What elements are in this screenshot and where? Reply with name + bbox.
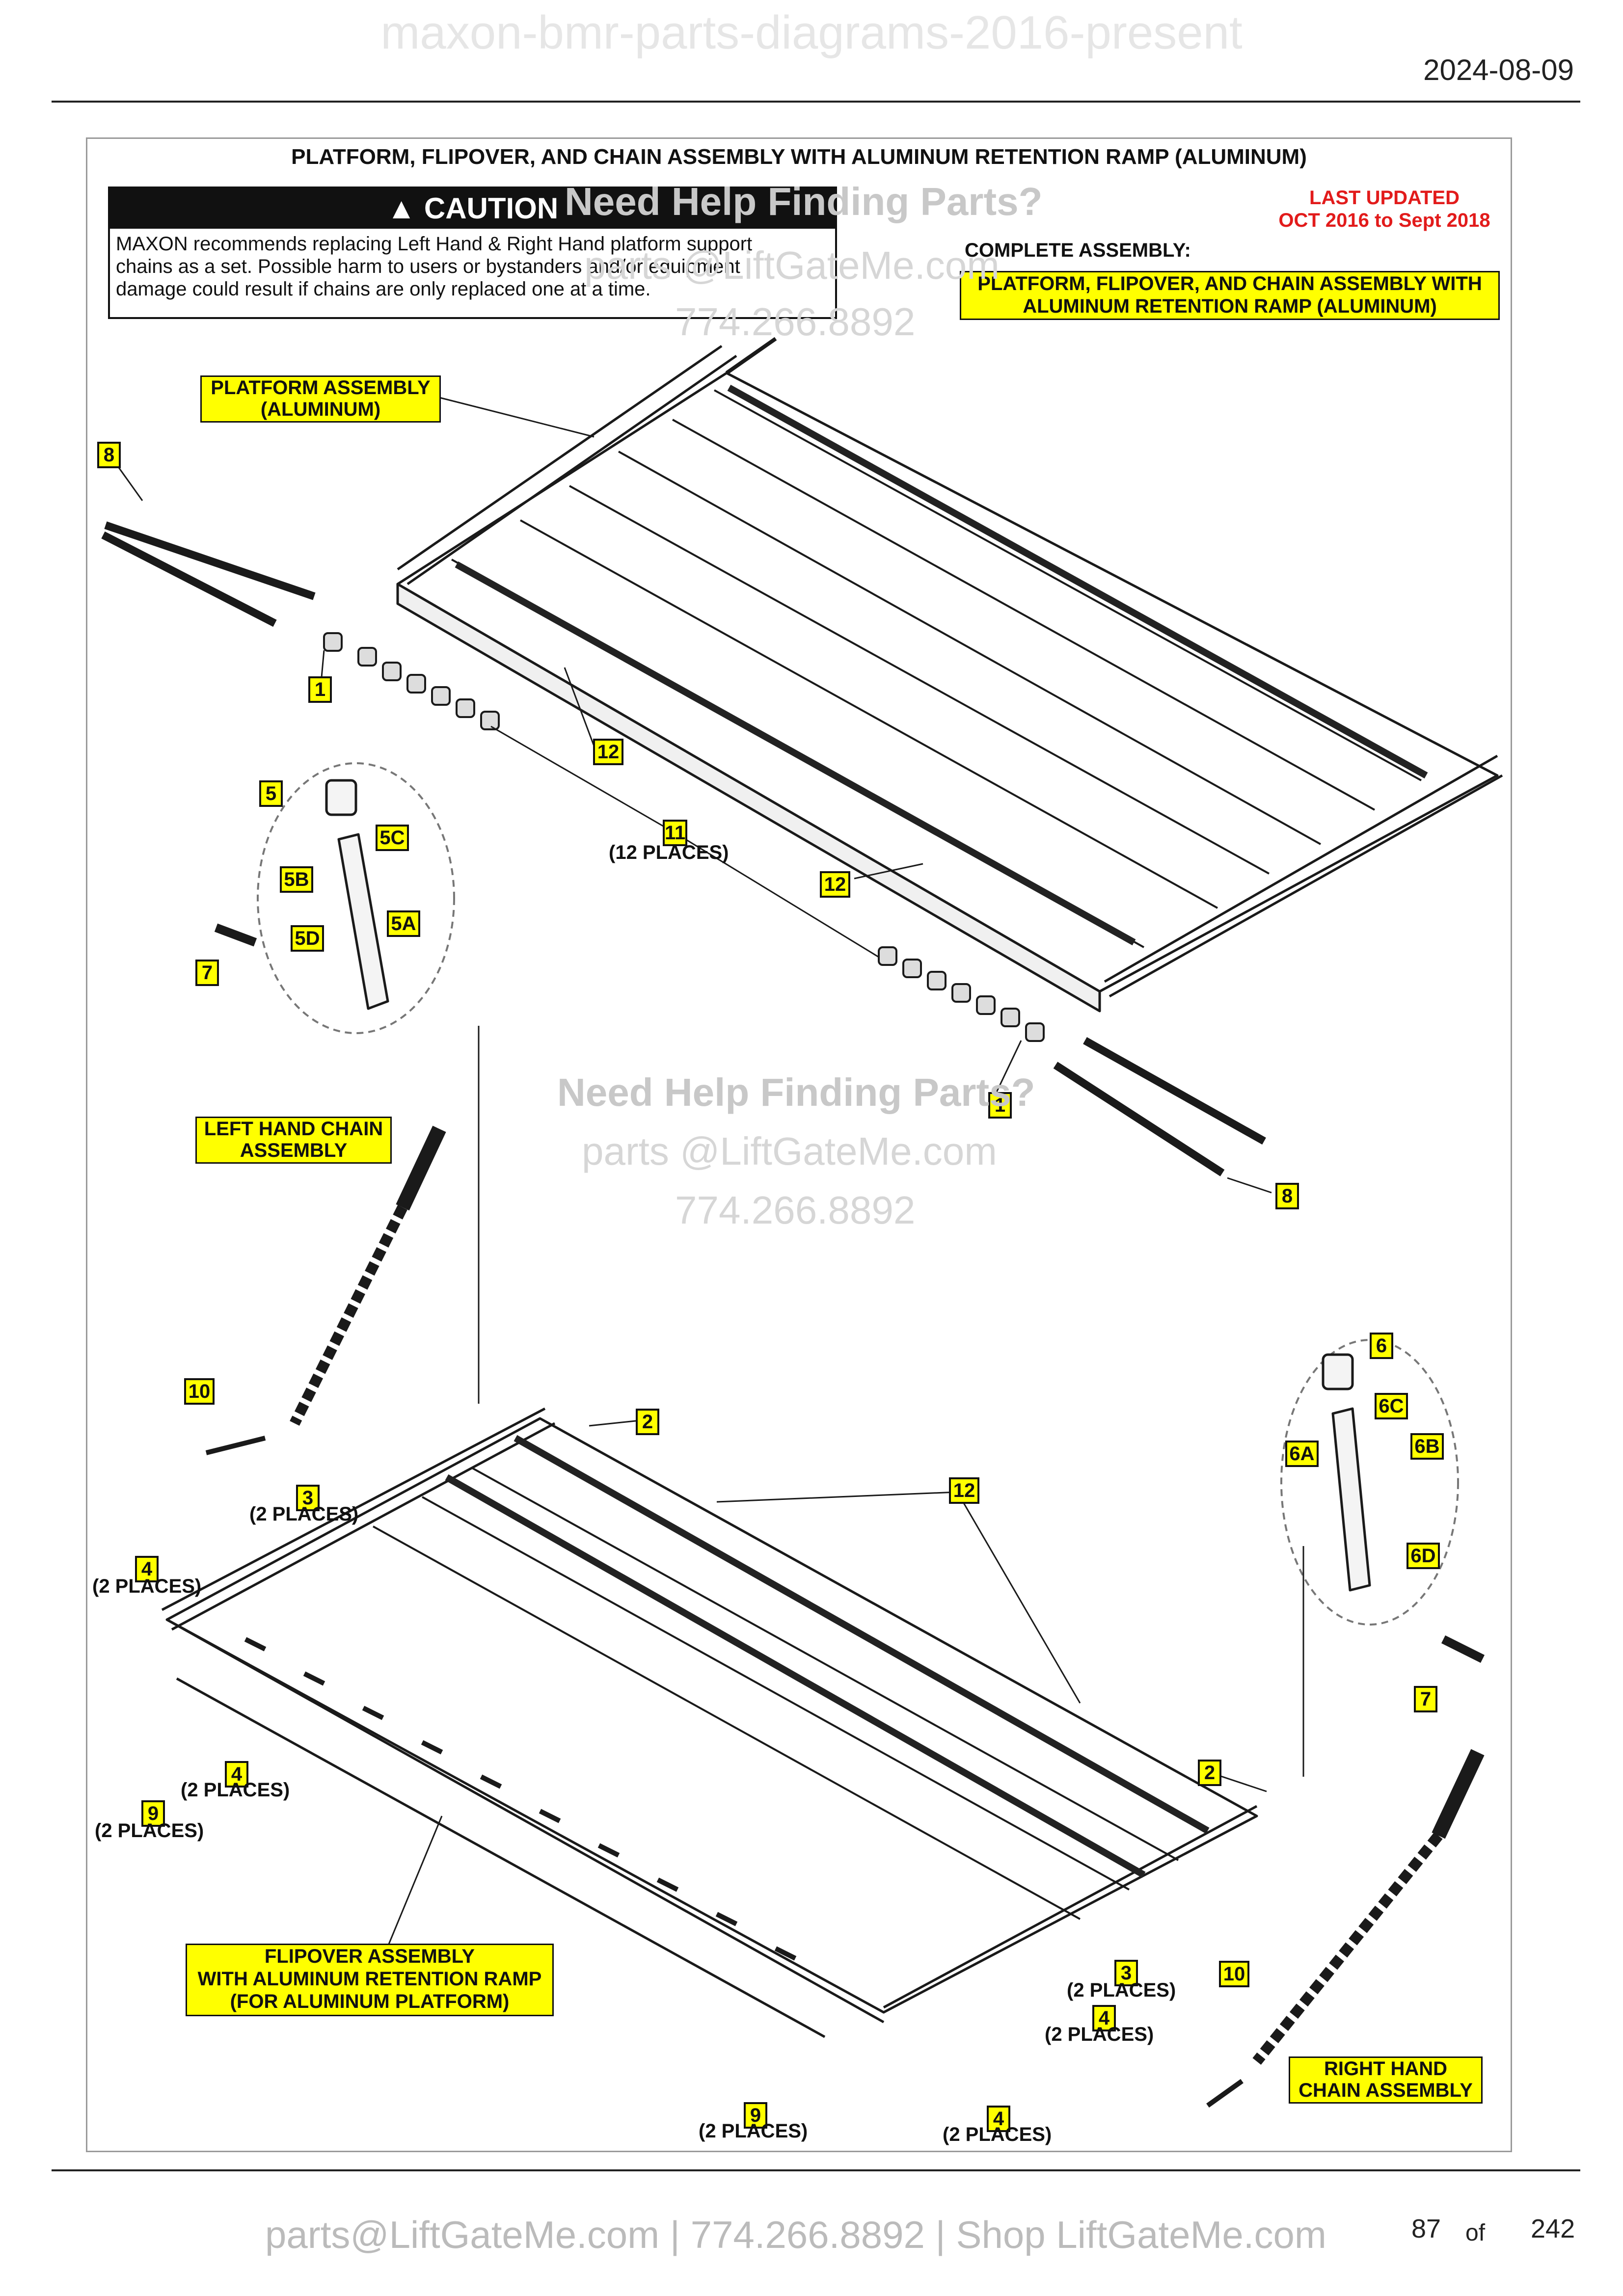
- right-hand-chain-label: RIGHT HAND CHAIN ASSEMBLY: [1289, 2056, 1483, 2104]
- callout-1: 1: [988, 1092, 1012, 1119]
- callout-1: 1: [308, 676, 332, 703]
- callout-2: 2: [1198, 1760, 1221, 1786]
- leader-lines: [117, 397, 1304, 1959]
- footer-contact: parts@LiftGateMe.com | 774.266.8892 | Sh…: [265, 2213, 1326, 2256]
- help-watermark-heading: Need Help Finding Parts?: [565, 180, 1043, 223]
- flipover-extrusion-lines: [373, 1467, 1179, 1920]
- bracket-assembly-6: [1280, 1339, 1485, 1663]
- right-hand-chain-drawing: [1206, 1749, 1485, 2108]
- callout-6c: 6C: [1375, 1393, 1408, 1419]
- callout-6d: 6D: [1407, 1543, 1440, 1569]
- callout-9: 9: [744, 2102, 767, 2129]
- flipover-assembly-label: FLIPOVER ASSEMBLY WITH ALUMINUM RETENTIO…: [186, 1944, 554, 2016]
- callout-5c: 5C: [376, 825, 409, 851]
- help-watermark-email: parts @LiftGateMe.com: [584, 243, 1000, 287]
- diagram-frame: [86, 137, 1512, 2152]
- help-watermark-email: parts @LiftGateMe.com: [582, 1129, 997, 1173]
- callout-3: 3: [1114, 1960, 1138, 1986]
- callout-12: 12: [949, 1477, 979, 1504]
- header-date: 2024-08-09: [1423, 53, 1574, 86]
- caution-box: ▲ CAUTION MAXON recommends replacing Lef…: [108, 187, 837, 319]
- help-watermark-phone: 774.266.8892: [675, 1188, 916, 1232]
- callout-12: 12: [593, 739, 623, 765]
- callout-10: 10: [1219, 1961, 1249, 1987]
- flipover-platform-drawing: [161, 1407, 1258, 2038]
- page-of: of: [1465, 2220, 1486, 2246]
- complete-assembly-label: COMPLETE ASSEMBLY:: [965, 240, 1191, 261]
- diagram-title: PLATFORM, FLIPOVER, AND CHAIN ASSEMBLY W…: [291, 145, 1307, 169]
- caution-heading: ▲ CAUTION: [110, 188, 835, 229]
- callout-8: 8: [97, 442, 121, 468]
- callout-3: 3: [296, 1485, 320, 1511]
- places-note: (2 PLACES): [699, 2120, 808, 2142]
- retention-ramp-dashes: [244, 1637, 797, 1961]
- page-number: 87: [1411, 2214, 1441, 2243]
- header-watermark-title: maxon-bmr-parts-diagrams-2016-present: [380, 6, 1243, 59]
- callout-12: 12: [820, 871, 850, 898]
- page-total: 242: [1531, 2214, 1575, 2243]
- platform-dark-grooves: [455, 384, 1428, 946]
- callout-5d: 5D: [291, 925, 324, 952]
- left-hand-chain-drawing: [205, 1125, 446, 1455]
- callout-6b: 6B: [1410, 1433, 1444, 1460]
- callout-9: 9: [141, 1800, 165, 1827]
- callout-5b: 5B: [280, 866, 313, 893]
- places-note: (2 PLACES): [943, 2124, 1052, 2145]
- callout-10: 10: [184, 1378, 215, 1405]
- places-note: (12 PLACES): [609, 842, 729, 863]
- places-note: (2 PLACES): [181, 1779, 290, 1801]
- places-note: (2 PLACES): [1045, 2024, 1154, 2045]
- places-note: (2 PLACES): [249, 1503, 359, 1525]
- callout-2: 2: [636, 1409, 659, 1435]
- callout-5: 5: [259, 780, 283, 807]
- callout-6a: 6A: [1285, 1441, 1319, 1467]
- callout-8: 8: [1275, 1183, 1299, 1209]
- platform-assembly-label: PLATFORM ASSEMBLY (ALUMINUM): [200, 375, 441, 423]
- callout-5a: 5A: [387, 910, 420, 937]
- platform-assembly-drawing: [396, 337, 1503, 1013]
- left-hand-chain-label: LEFT HAND CHAIN ASSEMBLY: [195, 1117, 392, 1164]
- callout-6: 6: [1370, 1333, 1393, 1359]
- callout-11: 11: [663, 820, 687, 846]
- header-rule: [52, 101, 1580, 103]
- complete-assembly-name: PLATFORM, FLIPOVER, AND CHAIN ASSEMBLY W…: [960, 271, 1500, 320]
- bushings-row-a: [323, 632, 500, 730]
- places-note: (2 PLACES): [92, 1575, 202, 1597]
- warning-triangle-icon: ▲: [386, 192, 416, 225]
- help-watermark-phone: 774.266.8892: [675, 300, 916, 344]
- flipover-dark-grooves: [445, 1435, 1210, 1878]
- caution-text: MAXON recommends replacing Left Hand & R…: [116, 233, 753, 300]
- help-watermark-heading: Need Help Finding Parts?: [557, 1070, 1035, 1114]
- callout-4: 4: [1092, 2005, 1116, 2031]
- bracket-assembly-5: [214, 762, 455, 1034]
- hinge-pins-upper: [101, 521, 1266, 1176]
- callout-4: 4: [135, 1556, 159, 1582]
- bushings-row-b: [878, 946, 1045, 1042]
- last-updated: LAST UPDATED OCT 2016 to Sept 2018: [1278, 187, 1490, 231]
- callout-7: 7: [1414, 1686, 1437, 1712]
- footer-rule: [52, 2169, 1580, 2171]
- places-note: (2 PLACES): [1067, 1979, 1176, 2001]
- callout-7: 7: [195, 960, 219, 986]
- callout-4: 4: [987, 2106, 1010, 2132]
- callout-4: 4: [225, 1761, 248, 1788]
- places-note: (2 PLACES): [95, 1820, 204, 1842]
